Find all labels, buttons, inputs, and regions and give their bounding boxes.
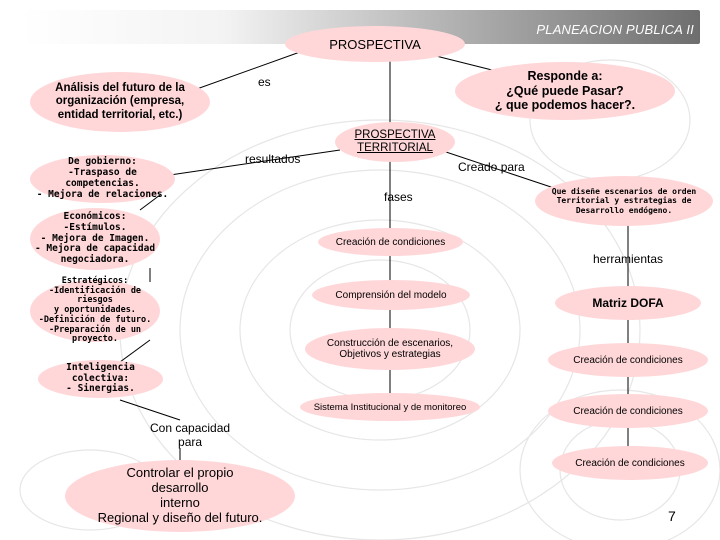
node-estrategicos-label: Estratégicos: -Identificación de riesgos…: [38, 275, 152, 345]
node-herramienta-creacion-2-label: Creación de condiciones: [573, 405, 683, 417]
node-gobierno-label: De gobierno: -Traspaso de competencias. …: [36, 156, 169, 200]
node-fase-construccion-label: Construcción de escenarios, Objetivos y …: [326, 337, 454, 361]
node-prospectiva-territorial-label: PROSPECTIVA TERRITORIAL: [354, 128, 436, 154]
node-herramienta-creacion-3: Creación de condiciones: [552, 446, 708, 480]
node-fase-sistema: Sistema Institucional y de monitoreo: [300, 393, 480, 421]
node-que-disene-label: Que diseñe escenarios de orden Territori…: [551, 187, 697, 215]
label-herramientas: herramientas: [593, 252, 664, 266]
node-estrategicos: Estratégicos: -Identificación de riesgos…: [30, 275, 160, 345]
node-herramienta-creacion-1: Creación de condiciones: [548, 343, 708, 377]
node-inteligencia: Inteligencia colectiva: - Sinergias.: [38, 360, 163, 398]
node-analisis-label: Análisis del futuro de la organización (…: [55, 82, 185, 121]
node-inteligencia-label: Inteligencia colectiva: - Sinergias.: [66, 361, 135, 395]
label-fases: fases: [384, 190, 413, 204]
node-herramienta-creacion-2: Creación de condiciones: [548, 394, 708, 428]
node-controlar-label: Controlar el propio desarrollo interno R…: [97, 465, 263, 525]
node-economicos: Económicos: -Estímulos. - Mejora de Imag…: [30, 208, 160, 270]
node-analisis: Análisis del futuro de la organización (…: [30, 72, 210, 132]
node-prospectiva-label: PROSPECTIVA: [329, 36, 421, 52]
node-fase-comprension-modelo: Comprensión del modelo: [312, 280, 470, 310]
label-creado-para: Creado para: [458, 160, 525, 174]
label-es: es: [258, 75, 271, 89]
page-number: 7: [668, 508, 676, 524]
node-responde: Responde a: ¿Qué puede Pasar? ¿ que pode…: [455, 62, 675, 120]
node-fase-sistema-label: Sistema Institucional y de monitoreo: [313, 401, 467, 413]
label-con-capacidad: Con capacidad para: [150, 421, 231, 449]
node-fase-creacion-condiciones: Creación de condiciones: [318, 228, 463, 256]
node-gobierno: De gobierno: -Traspaso de competencias. …: [30, 155, 175, 203]
node-economicos-label: Económicos: -Estímulos. - Mejora de Imag…: [34, 210, 156, 266]
node-herramienta-creacion-3-label: Creación de condiciones: [575, 457, 685, 469]
node-responde-label: Responde a: ¿Qué puede Pasar? ¿ que pode…: [494, 69, 636, 113]
node-controlar: Controlar el propio desarrollo interno R…: [65, 460, 295, 532]
node-prospectiva: PROSPECTIVA: [285, 26, 465, 62]
node-fase-creacion-condiciones-label: Creación de condiciones: [335, 236, 446, 248]
node-prospectiva-territorial: PROSPECTIVA TERRITORIAL: [335, 122, 455, 162]
header-title: PLANEACION PUBLICA II: [536, 22, 694, 37]
node-matriz-dofa-label: Matriz DOFA: [592, 296, 664, 310]
node-que-disene: Que diseñe escenarios de orden Territori…: [535, 176, 713, 226]
node-fase-comprension-modelo-label: Comprensión del modelo: [335, 289, 447, 301]
node-herramienta-creacion-1-label: Creación de condiciones: [573, 354, 683, 366]
label-resultados: resultados: [245, 152, 301, 166]
node-fase-construccion: Construcción de escenarios, Objetivos y …: [305, 328, 475, 370]
node-matriz-dofa: Matriz DOFA: [555, 286, 701, 320]
